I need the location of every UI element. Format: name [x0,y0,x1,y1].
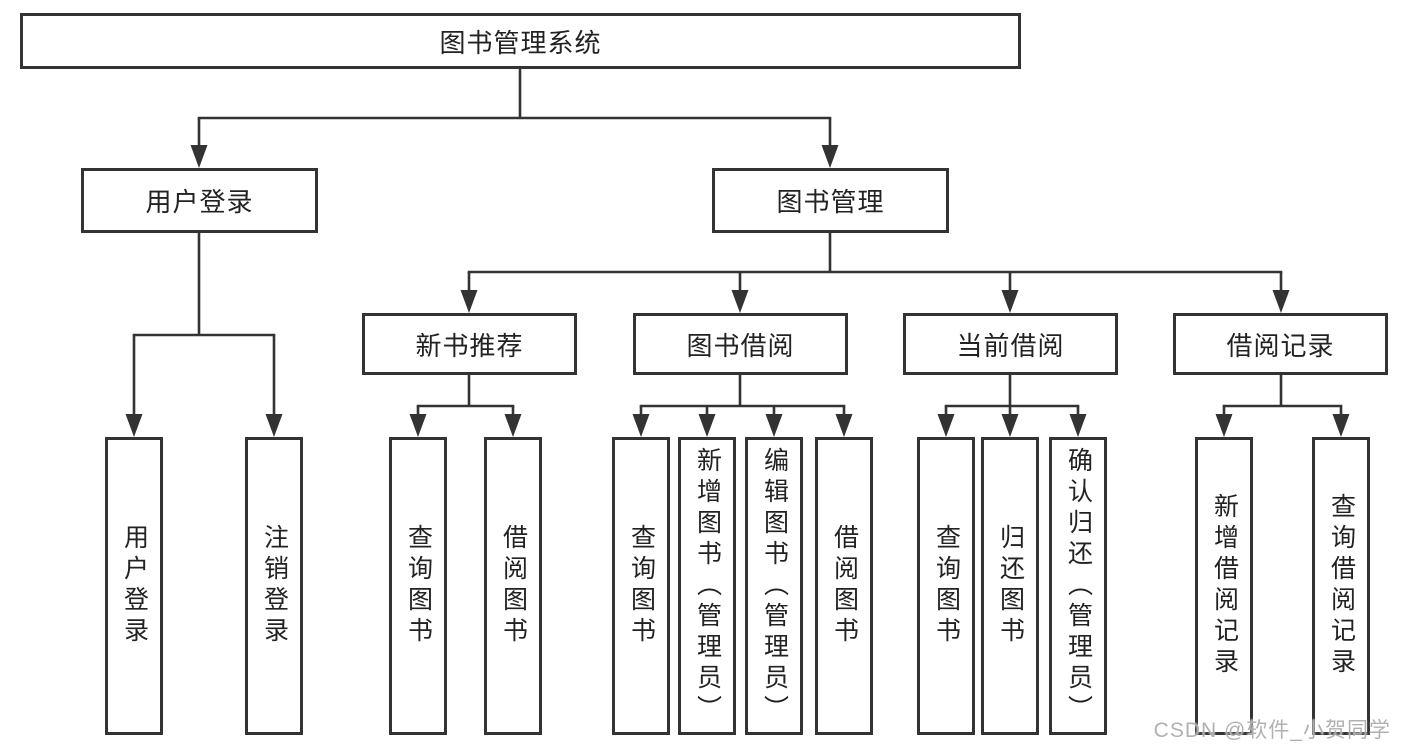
leaf-add-borrow-record: 新增借阅记录 [1195,437,1253,735]
csdn-watermark: CSDN @软件_小贺同学 [1153,719,1391,742]
leaf-confirm-return-admin: 确认归还（管理员） [1049,437,1107,735]
leaf-logout: 注销登录 [245,437,303,735]
leaf-return-books: 归还图书 [981,437,1039,735]
leaf-query-books-current: 查询图书 [917,437,975,735]
node-user-login: 用户登录 [81,168,318,233]
leaf-query-books-borrowing: 查询图书 [612,437,670,735]
leaf-borrow-books: 借阅图书 [815,437,873,735]
leaf-user-login: 用户登录 [105,437,163,735]
node-book-borrowing: 图书借阅 [633,313,848,375]
node-new-book-recommendation: 新书推荐 [362,313,577,375]
node-book-management: 图书管理 [712,168,949,233]
leaf-edit-books-admin: 编辑图书（管理员） [745,437,803,735]
node-borrowing-records: 借阅记录 [1173,313,1388,375]
leaf-borrow-books-recommend: 借阅图书 [484,437,542,735]
node-current-borrowing: 当前借阅 [903,313,1118,375]
node-library-management-system: 图书管理系统 [20,13,1021,69]
leaf-query-borrow-record: 查询借阅记录 [1312,437,1370,735]
leaf-query-books-recommend: 查询图书 [389,437,447,735]
leaf-add-books-admin: 新增图书（管理员） [678,437,736,735]
